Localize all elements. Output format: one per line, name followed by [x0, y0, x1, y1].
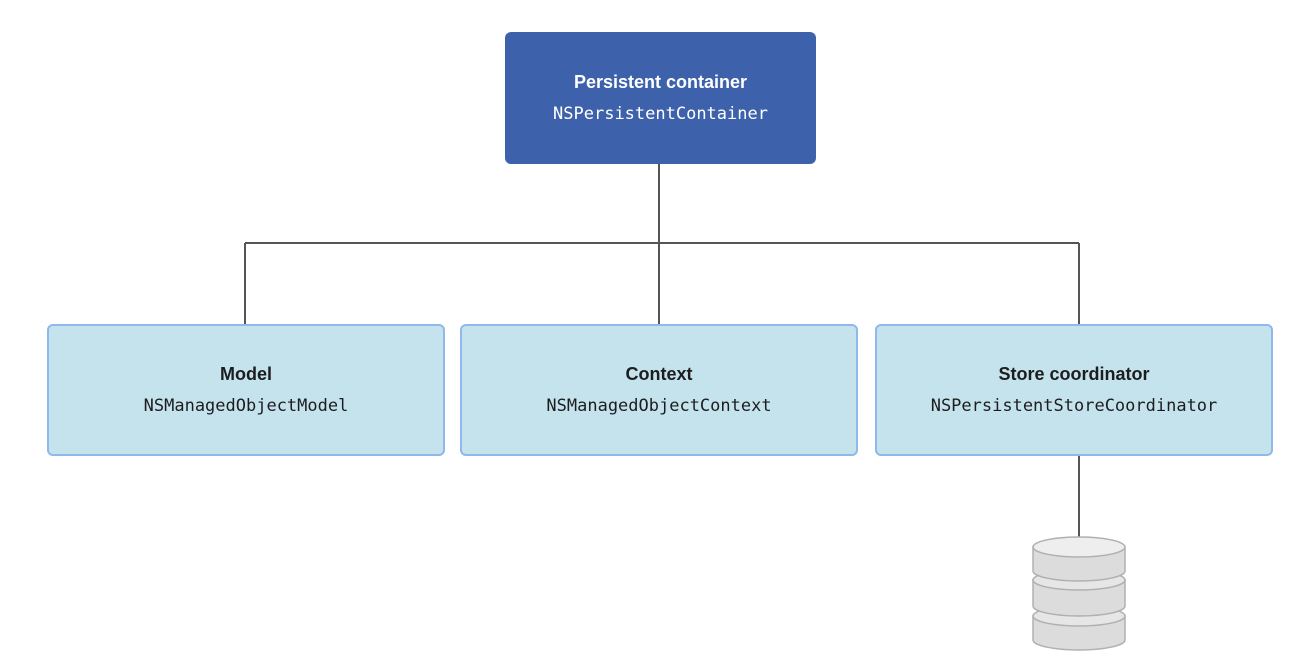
node-class-name: NSManagedObjectContext: [546, 396, 772, 416]
node-class-name: NSManagedObjectModel: [143, 396, 349, 416]
node-title: Persistent container: [573, 72, 748, 92]
node-title: Context: [625, 364, 693, 384]
node-title: Store coordinator: [998, 364, 1150, 384]
persistent-container-node: Persistent container NSPersistentContain…: [505, 32, 816, 164]
model-node: Model NSManagedObjectModel: [47, 324, 445, 456]
database-icon: [1032, 536, 1126, 651]
node-title: Model: [220, 364, 272, 384]
context-node: Context NSManagedObjectContext: [460, 324, 858, 456]
node-class-name: NSPersistentContainer: [553, 104, 768, 124]
node-class-name: NSPersistentStoreCoordinator: [930, 396, 1218, 416]
store-coordinator-node: Store coordinator NSPersistentStoreCoord…: [875, 324, 1273, 456]
database-disk-top-cap: [1032, 536, 1126, 558]
